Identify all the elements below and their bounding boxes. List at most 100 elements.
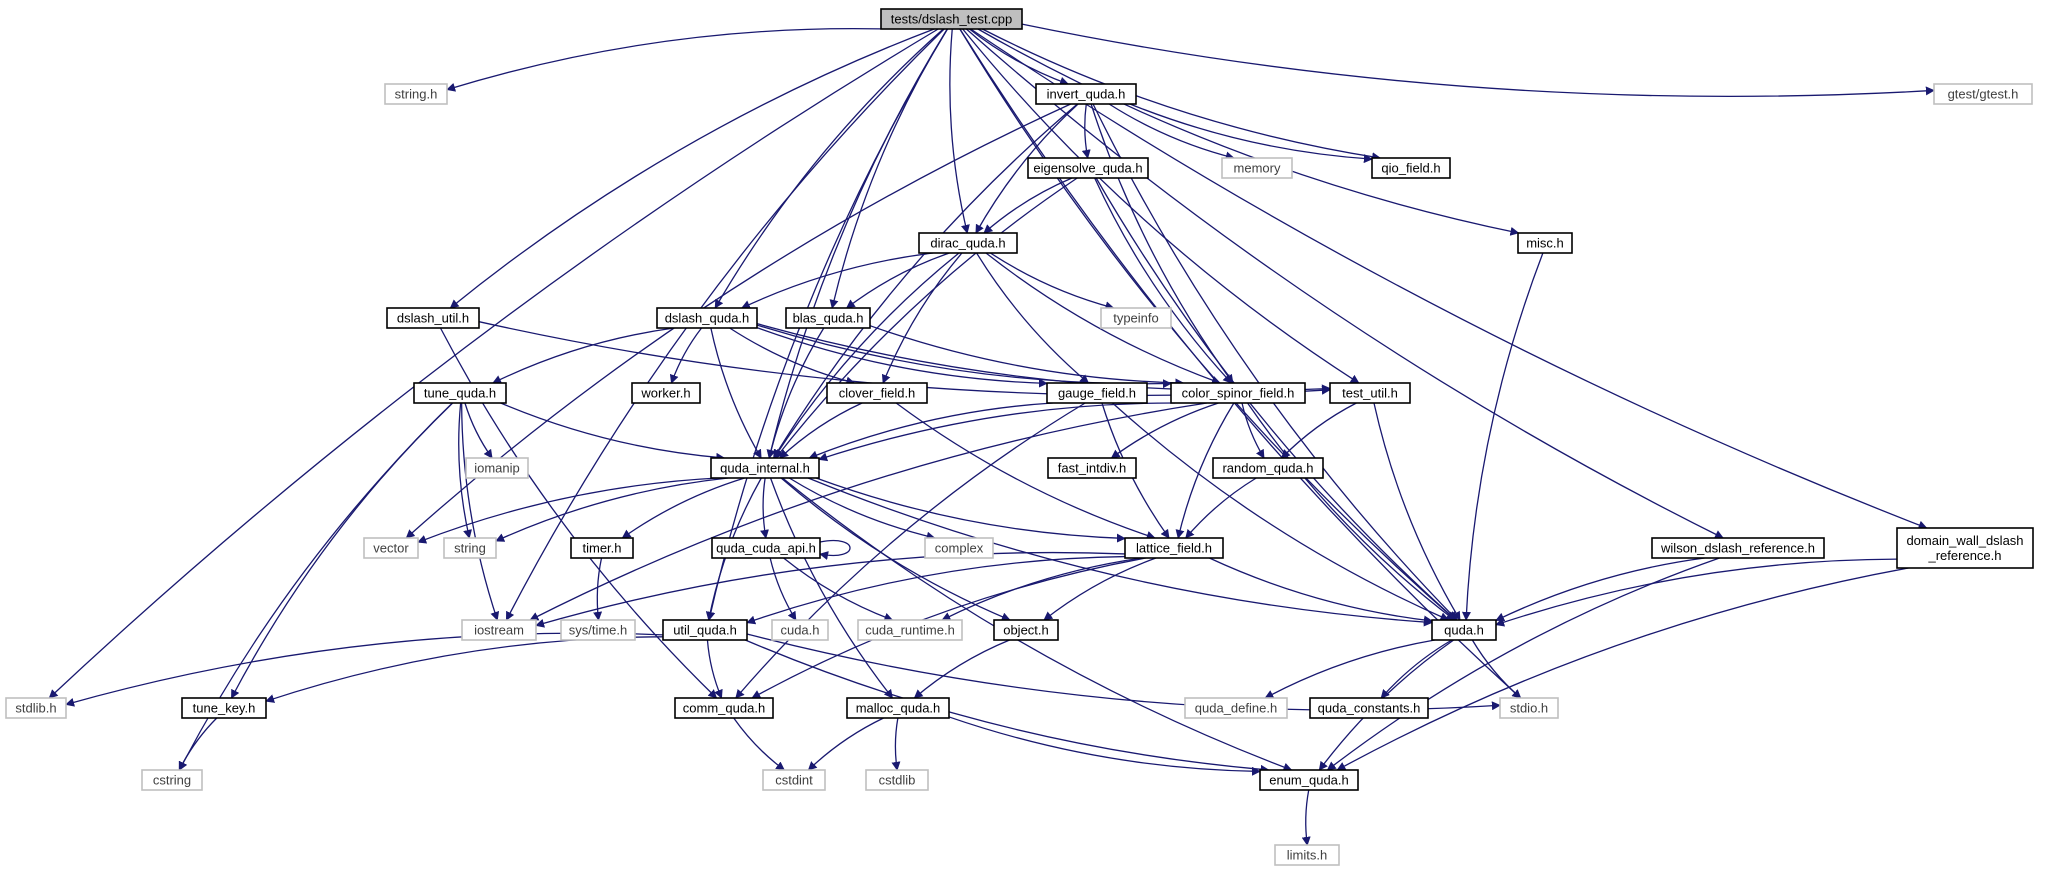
node-worker[interactable]: worker.h [631,382,701,404]
node-label: util_quda.h [673,623,737,638]
node-iostream[interactable]: iostream [461,619,537,641]
edge-color-spinor-field-to-random-quda [1241,402,1265,459]
node-gauge-field[interactable]: gauge_field.h [1046,382,1148,404]
node-label: test_util.h [1342,386,1398,401]
node-box [762,769,826,791]
node-label: timer.h [582,541,621,556]
node-wilson-dslash-reference[interactable]: wilson_dslash_reference.h [1651,537,1825,559]
node-label: worker.h [640,386,690,401]
node-tune-quda[interactable]: tune_quda.h [413,382,507,404]
edge-tune-quda-to-tune-key [230,402,453,699]
edge-timer-to-sys-time [593,557,603,621]
node-label: quda_cuda_api.h [716,541,816,556]
node-box [1896,527,2034,569]
node-quda-h[interactable]: quda.h [1431,619,1497,641]
node-misc[interactable]: misc.h [1517,232,1573,254]
edge-malloc-quda-to-enum-quda [948,716,1261,776]
node-malloc-quda[interactable]: malloc_quda.h [846,697,950,719]
node-string[interactable]: string [443,537,497,559]
edge-dirac-quda-to-quda-internal [773,252,960,459]
node-invert-quda[interactable]: invert_quda.h [1035,83,1137,105]
node-box [1651,537,1825,559]
node-box [363,537,419,559]
node-enum-quda[interactable]: enum_quda.h [1259,769,1359,791]
node-label: wilson_dslash_reference.h [1660,541,1815,556]
node-vector[interactable]: vector [363,537,419,559]
node-box [1499,697,1559,719]
node-string-h[interactable]: string.h [384,83,448,105]
node-cuda-runtime[interactable]: cuda_runtime.h [857,619,963,641]
node-memory[interactable]: memory [1221,157,1293,179]
edge-dslash-test-to-misc [977,28,1520,236]
node-box [785,307,871,329]
node-box [1517,232,1573,254]
node-label: quda.h [1444,623,1484,638]
node-quda-internal[interactable]: quda_internal.h [710,457,820,479]
node-sys-time[interactable]: sys/time.h [560,619,636,641]
node-clover-field[interactable]: clover_field.h [826,382,928,404]
node-blas-quda[interactable]: blas_quda.h [785,307,871,329]
node-label: cstdlib [879,773,916,788]
edge-quda-cuda-api-to-quda-cuda-api [819,540,851,560]
node-box [1221,157,1293,179]
node-tune-key[interactable]: tune_key.h [181,697,267,719]
node-typeinfo[interactable]: typeinfo [1100,307,1172,329]
node-stdio[interactable]: stdio.h [1499,697,1559,719]
node-complex[interactable]: complex [924,537,994,559]
node-cstring[interactable]: cstring [141,769,203,791]
edge-dslash-test-to-wilson-dslash-reference [965,28,1724,539]
edge-dslash-test-to-dslash-util [449,28,935,309]
node-dslash-util[interactable]: dslash_util.h [386,307,480,329]
node-label: string [454,541,486,556]
node-dslash-quda[interactable]: dslash_quda.h [656,307,758,329]
node-label: _reference.h [1928,548,2002,563]
edge-dslash-quda-to-worker [669,327,703,384]
node-label: lattice_field.h [1136,541,1212,556]
node-color-spinor-field[interactable]: color_spinor_field.h [1170,382,1306,404]
node-cuda-h[interactable]: cuda.h [771,619,829,641]
node-test-util[interactable]: test_util.h [1329,382,1411,404]
node-box [1329,382,1411,404]
node-box [1100,307,1172,329]
node-domain-wall-dslash-reference[interactable]: domain_wall_dslash_reference.h [1896,527,2034,569]
node-comm-quda[interactable]: comm_quda.h [674,697,774,719]
edge-dslash-test-to-test-util [962,28,1360,384]
node-fast-intdiv[interactable]: fast_intdiv.h [1047,457,1137,479]
node-label: cuda.h [780,623,819,638]
node-label: tests/dslash_test.cpp [891,12,1012,27]
edge-invert-quda-to-quda-h [1092,103,1458,621]
edge-quda-h-to-quda-define [1264,639,1435,699]
nodes-layer: tests/dslash_test.cpp string.h invert_quda… [5,8,2034,866]
node-iomanip[interactable]: iomanip [465,457,529,479]
node-box [710,457,820,479]
node-timer[interactable]: timer.h [570,537,634,559]
node-label: typeinfo [1113,311,1159,326]
node-stdlib[interactable]: stdlib.h [5,697,67,719]
node-label: quda_define.h [1195,701,1277,716]
node-quda-cuda-api[interactable]: quda_cuda_api.h [711,537,821,559]
node-cstdint[interactable]: cstdint [762,769,826,791]
edge-quda-internal-to-enum-quda [782,477,1293,772]
node-util-quda[interactable]: util_quda.h [662,619,748,641]
node-object[interactable]: object.h [993,619,1059,641]
node-limits[interactable]: limits.h [1274,844,1340,866]
node-random-quda[interactable]: random_quda.h [1212,457,1324,479]
node-box [993,619,1059,641]
node-qio-field[interactable]: qio_field.h [1371,157,1451,179]
node-lattice-field[interactable]: lattice_field.h [1124,537,1224,559]
node-quda-define[interactable]: quda_define.h [1184,697,1288,719]
edge-util-quda-to-tune-key [265,636,664,703]
node-dirac-quda[interactable]: dirac_quda.h [918,232,1018,254]
edge-quda-h-to-quda-constants [1380,639,1453,699]
node-quda-constants[interactable]: quda_constants.h [1309,697,1429,719]
node-box [1184,697,1288,719]
node-box [880,8,1023,30]
node-label: eigensolve_quda.h [1033,161,1142,176]
edge-eigensolve-quda-to-color-spinor-field [1094,177,1232,384]
node-cstdlib[interactable]: cstdlib [865,769,929,791]
edge-quda-cuda-api-to-cuda-h [769,557,797,621]
node-box [5,697,67,719]
node-eigensolve-quda[interactable]: eigensolve_quda.h [1027,157,1149,179]
node-gtest[interactable]: gtest/gtest.h [1933,83,2033,105]
node-dslash-test[interactable]: tests/dslash_test.cpp [880,8,1023,30]
